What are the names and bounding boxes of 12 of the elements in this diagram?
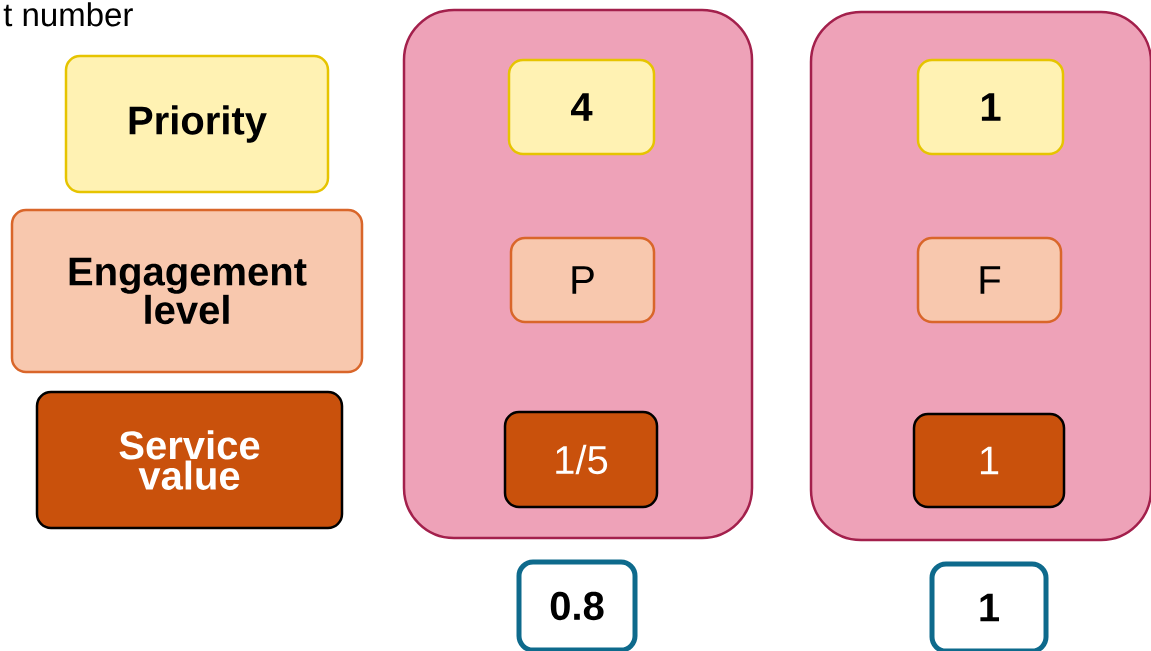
service-box: Service value bbox=[35, 390, 344, 530]
priority-box: 4 bbox=[507, 58, 656, 156]
result-box: 0.8 bbox=[516, 559, 638, 651]
service-box: 1/5 bbox=[503, 410, 659, 509]
priority-box: Priority bbox=[64, 54, 330, 194]
priority-box: 1 bbox=[916, 58, 1065, 156]
service-box: 1 bbox=[912, 412, 1066, 509]
engagement-box: P bbox=[509, 236, 656, 324]
result-box: 1 bbox=[929, 561, 1049, 651]
caption-text: t number bbox=[3, 2, 133, 27]
engagement-box: Engagement level bbox=[10, 208, 364, 374]
engagement-box: F bbox=[916, 236, 1063, 324]
